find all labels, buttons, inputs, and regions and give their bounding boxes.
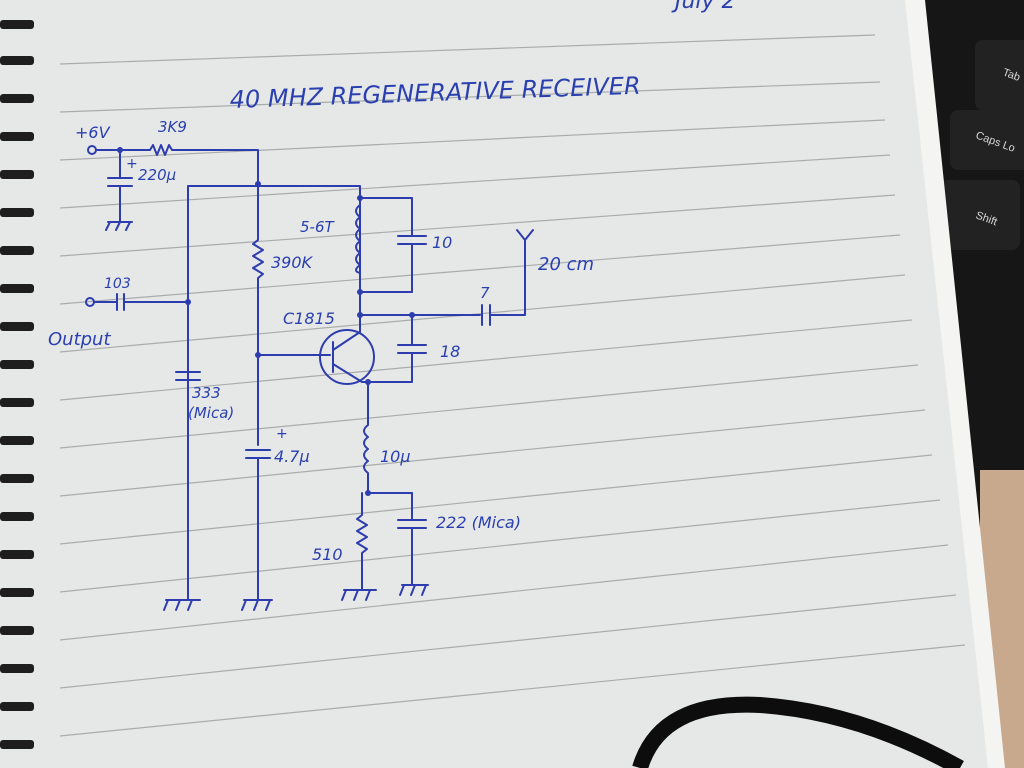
label-r-bias: 390K — [271, 253, 314, 272]
label-c-antenna: 7 — [480, 284, 490, 302]
label-c-emitter: 222 (Mica) — [436, 513, 521, 532]
label-c-bypass: 333 — [192, 384, 221, 402]
key-caps — [950, 110, 1024, 170]
ruled-lines — [59, 34, 966, 737]
notebook-page — [0, 0, 990, 768]
label-r-supply: 3K9 — [158, 118, 187, 136]
label-output: Output — [48, 329, 111, 350]
label-coil-tank: 5-6T — [300, 218, 335, 236]
page-edge — [905, 0, 1005, 768]
label-antenna: 20 cm — [538, 254, 594, 275]
label-c-supply: 220µ — [138, 166, 176, 184]
label-c-base: 4.7µ — [274, 447, 310, 466]
key-shift — [940, 180, 1020, 250]
label-c-supply-pol: + — [126, 156, 138, 172]
date: July 2 — [671, 0, 736, 14]
spiral-binding — [0, 20, 34, 749]
cable — [632, 696, 964, 768]
label-choke: 10µ — [380, 447, 411, 466]
label-transistor: C1815 — [283, 309, 335, 328]
label-c-tank: 10 — [432, 233, 452, 252]
key-tab — [975, 40, 1024, 110]
label-c-feedback: 18 — [440, 342, 460, 361]
key-tab-label: Tab — [1001, 67, 1022, 84]
junction-dots — [117, 147, 415, 496]
circuit-wires — [85, 144, 534, 611]
label-supply: +6V — [75, 123, 111, 142]
label-c-base-pol: + — [276, 426, 288, 442]
label-c-bypass-type: (Mica) — [188, 404, 234, 422]
label-r-emitter: 510 — [312, 545, 343, 564]
label-c-output: 103 — [104, 276, 131, 292]
